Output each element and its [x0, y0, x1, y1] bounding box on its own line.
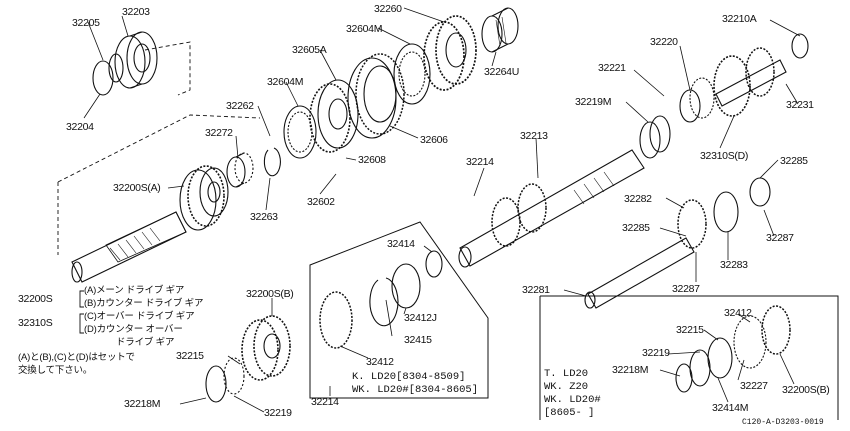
label-32283: 32283 — [720, 259, 748, 271]
counter-drive-gear — [205, 315, 291, 403]
rings-32204-32205 — [92, 53, 124, 96]
legend-line-a: (A)メーン ドライブ ギア — [84, 285, 185, 296]
label-32227: 32227 — [740, 380, 768, 392]
label-32414-a: 32414 — [387, 238, 415, 250]
label-32310S-D: 32310S(D) — [700, 150, 749, 162]
label-32264U: 32264U — [484, 66, 519, 78]
label-32214-b: 32214 — [311, 396, 339, 408]
applicability-box2-line4: [8605- ] — [544, 407, 595, 419]
legend-note-2: 交換して下さい。 — [18, 365, 93, 376]
applicability-box1-line2: WK. LD20#[8304-8605] — [352, 384, 479, 396]
assembly-box-1 — [309, 221, 489, 399]
applicability-box2-line2: WK. Z20 — [544, 381, 589, 393]
legend-code-32200S: 32200S — [18, 293, 53, 305]
label-32215-b: 32215 — [676, 324, 704, 336]
applicability-box2-line3: WK. LD20# — [544, 394, 601, 406]
label-32214-a: 32214 — [466, 156, 494, 168]
label-32200S-B-a: 32200S(B) — [246, 288, 294, 300]
leader-lines — [83, 7, 801, 413]
label-32412J: 32412J — [404, 312, 437, 324]
label-32203: 32203 — [122, 6, 150, 18]
label-32285-a: 32285 — [780, 155, 808, 167]
assembly-box-2 — [540, 295, 839, 420]
label-32606: 32606 — [420, 134, 448, 146]
main-drive-gear-shaft — [71, 165, 229, 283]
label-32210A: 32210A — [722, 13, 757, 25]
legend-brackets — [79, 290, 84, 334]
counter-shaft — [458, 115, 671, 268]
applicability-box1-line1: K. LD20[8304-8509] — [352, 371, 466, 383]
baulk-ring-lower — [283, 105, 317, 159]
label-32604M-mid: 32604M — [267, 76, 304, 88]
label-32608: 32608 — [358, 154, 386, 166]
label-32604M-top: 32604M — [346, 23, 383, 35]
legend-line-b: (B)カウンター ドライブ ギア — [84, 298, 204, 309]
snap-ring-32263 — [263, 147, 281, 177]
legend-line-d: (D)カウンター オーバー — [84, 324, 183, 335]
label-32200S-A: 32200S(A) — [113, 182, 161, 194]
synchro-hub — [309, 79, 359, 153]
label-32285-b: 32285 — [622, 222, 650, 234]
label-32287-a: 32287 — [766, 232, 794, 244]
label-32282: 32282 — [624, 193, 652, 205]
label-32205: 32205 — [72, 17, 100, 29]
label-32218M-b: 32218M — [612, 364, 649, 376]
legend-note-1: (A)と(B),(C)と(D)はセットで — [18, 352, 135, 363]
diagram-reference-code: C120-A-D3203-0019 — [742, 418, 824, 427]
legend-line-c: (C)オーバー ドライブ ギア — [84, 311, 195, 322]
snap-ring-group — [319, 250, 443, 349]
label-32263: 32263 — [250, 211, 278, 223]
label-32204: 32204 — [66, 121, 94, 133]
label-32602: 32602 — [307, 196, 335, 208]
label-32219M: 32219M — [575, 96, 612, 108]
label-32412-a: 32412 — [366, 356, 394, 368]
label-32412-b: 32412 — [724, 307, 752, 319]
label-32272: 32272 — [205, 127, 233, 139]
label-32262: 32262 — [226, 100, 254, 112]
dashed-reference-lines — [57, 41, 261, 255]
gear-32260 — [423, 15, 477, 91]
label-32281: 32281 — [522, 284, 550, 296]
label-32287-b: 32287 — [672, 283, 700, 295]
bearing-32203 — [114, 31, 158, 89]
needle-bearing-32264U — [481, 7, 519, 53]
applicability-box2-line1: T. LD20 — [544, 368, 589, 380]
bearing-32272 — [226, 152, 254, 188]
label-32219-b: 32219 — [642, 347, 670, 359]
legend-line-d2: ドライブ ギア — [116, 337, 175, 348]
baulk-ring-upper — [393, 43, 431, 105]
label-32200S-B-b: 32200S(B) — [782, 384, 830, 396]
legend-code-32310S: 32310S — [18, 317, 53, 329]
label-32218M-a: 32218M — [124, 398, 161, 410]
box2-parts — [675, 305, 791, 393]
label-32221: 32221 — [598, 62, 626, 74]
label-32215-a: 32215 — [176, 350, 204, 362]
label-32414M: 32414M — [712, 402, 749, 414]
label-32605A: 32605A — [292, 44, 327, 56]
label-32415: 32415 — [404, 334, 432, 346]
label-32231: 32231 — [786, 99, 814, 111]
label-32220: 32220 — [650, 36, 678, 48]
coupling-sleeve — [347, 53, 405, 139]
label-32260: 32260 — [374, 3, 402, 15]
label-32213: 32213 — [520, 130, 548, 142]
label-32219-a: 32219 — [264, 407, 292, 419]
